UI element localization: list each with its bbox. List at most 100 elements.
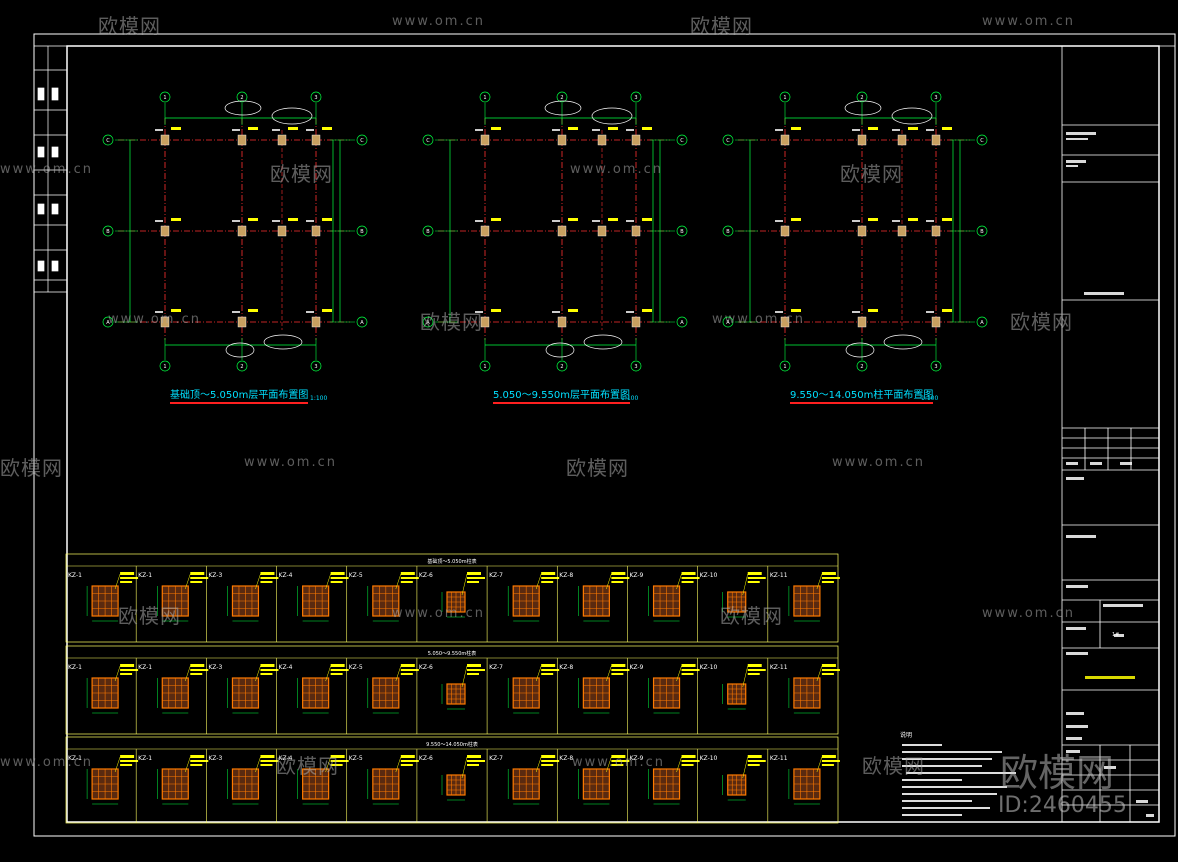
- revision-cloud: [263, 334, 303, 350]
- plan-column: [631, 225, 641, 237]
- plan-column: [897, 225, 907, 237]
- axis-label: B: [426, 229, 430, 235]
- axis-label: C: [360, 138, 364, 144]
- plan-column: [237, 225, 247, 237]
- column-section: [86, 572, 139, 622]
- axis-bubble: [159, 360, 171, 372]
- axis-label: A: [680, 320, 684, 326]
- axis-bubble: [722, 225, 734, 237]
- axis-bubble: [779, 360, 791, 372]
- column-section: [367, 572, 419, 622]
- watermark-url: www.om.cn: [0, 755, 93, 770]
- axis-bubble: [856, 360, 868, 372]
- watermark-brand: 欧模网: [566, 456, 629, 480]
- column-id-label: KZ-6: [419, 572, 433, 579]
- axis-label: 1: [783, 364, 786, 370]
- sheet-number: 1#: [1112, 632, 1119, 638]
- column-id-label: KZ-10: [700, 755, 718, 762]
- watermark-url: www.om.cn: [982, 606, 1075, 621]
- axis-label: 3: [314, 95, 317, 101]
- plan-column: [780, 134, 790, 146]
- revision-cloud: [544, 100, 582, 116]
- axis-bubble: [236, 360, 248, 372]
- column-id-label: KZ-11: [770, 572, 788, 579]
- plan-column: [237, 134, 247, 146]
- watermark-brand: 欧模网: [690, 14, 753, 38]
- column-section: [441, 664, 485, 710]
- revision-cloud: [845, 342, 875, 358]
- watermark-brand: 欧模网: [1010, 310, 1073, 334]
- plan-title-3: 9.550～14.050m柱平面布置图: [790, 386, 934, 404]
- watermark-url: www.om.cn: [0, 162, 93, 177]
- column-tag: [171, 218, 181, 221]
- column-tag: [942, 127, 952, 130]
- plan-column: [557, 134, 567, 146]
- revision-cloud: [271, 107, 313, 125]
- plan-column: [311, 134, 321, 146]
- column-id-label: KZ-3: [208, 755, 222, 762]
- column-tag: [608, 218, 618, 221]
- column-section: [578, 572, 630, 622]
- column-id-label: KZ-8: [559, 572, 573, 579]
- column-tag: [868, 309, 878, 312]
- watermark-brand: 欧模网: [720, 604, 783, 628]
- axis-bubble: [102, 134, 114, 146]
- column-section: [86, 664, 139, 714]
- column-tag: [642, 309, 652, 312]
- axis-bubble: [236, 91, 248, 103]
- column-section: [297, 572, 349, 622]
- axis-bubble: [676, 134, 688, 146]
- plan-column: [237, 316, 247, 328]
- column-id-label: KZ-9: [629, 755, 643, 762]
- axis-label: 3: [314, 364, 317, 370]
- axis-bubble: [676, 225, 688, 237]
- column-id-label: KZ-3: [208, 572, 222, 579]
- watermark-url: www.om.cn: [572, 755, 665, 770]
- column-tag: [248, 309, 258, 312]
- axis-bubble: [930, 91, 942, 103]
- column-section: [722, 664, 766, 710]
- plan-column: [160, 225, 170, 237]
- column-section: [648, 572, 700, 622]
- column-section: [157, 755, 209, 805]
- column-section: [227, 755, 279, 805]
- column-tag: [791, 127, 801, 130]
- column-section: [578, 755, 630, 805]
- plan-column: [631, 316, 641, 328]
- axis-label: 3: [634, 95, 637, 101]
- column-id-label: KZ-8: [559, 755, 573, 762]
- watermark-brand: 欧模网: [862, 754, 925, 778]
- column-id-label: KZ-5: [349, 572, 363, 579]
- plan-column: [631, 134, 641, 146]
- column-section: [648, 664, 700, 714]
- watermark-url: www.om.cn: [832, 455, 925, 470]
- plan-column: [897, 134, 907, 146]
- axis-label: 1: [783, 95, 786, 101]
- watermark-url: www.om.cn: [392, 606, 485, 621]
- watermark-url: www.om.cn: [570, 162, 663, 177]
- axis-label: C: [426, 138, 430, 144]
- column-id-label: KZ-6: [419, 664, 433, 671]
- column-tag: [608, 127, 618, 130]
- plan-title-1: 基础顶～5.050m层平面布置图: [170, 386, 309, 404]
- axis-bubble: [856, 91, 868, 103]
- column-tag: [942, 218, 952, 221]
- column-section: [297, 755, 349, 805]
- axis-bubble: [102, 225, 114, 237]
- axis-bubble: [102, 316, 114, 328]
- axis-bubble: [479, 360, 491, 372]
- plan-column: [480, 134, 490, 146]
- axis-label: 3: [934, 364, 937, 370]
- axis-bubble: [422, 134, 434, 146]
- axis-label: C: [106, 138, 110, 144]
- plan-scale-1: 1:100: [310, 395, 328, 402]
- column-tag: [568, 218, 578, 221]
- column-id-label: KZ-10: [700, 572, 718, 579]
- column-section: [297, 664, 349, 714]
- watermark-url: www.om.cn: [392, 14, 485, 29]
